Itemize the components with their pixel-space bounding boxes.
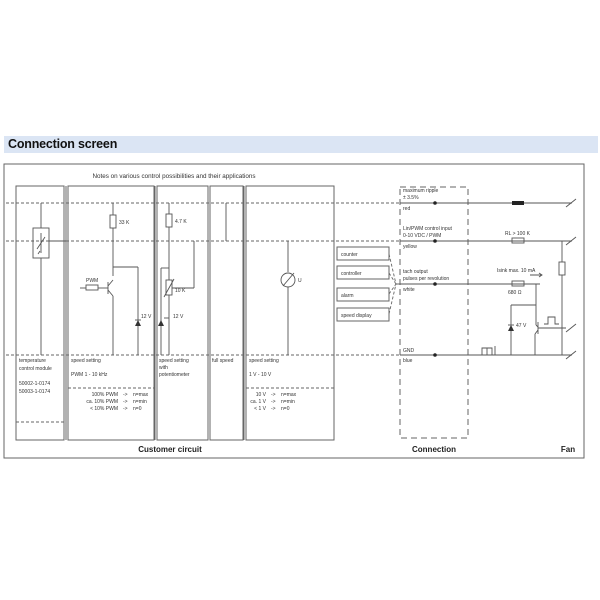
svg-text:with: with xyxy=(159,365,168,371)
svg-text:maximum ripple: maximum ripple xyxy=(403,188,439,194)
module-box-temperature xyxy=(15,185,65,441)
svg-text:1 V - 10 V: 1 V - 10 V xyxy=(249,372,272,378)
svg-text:n=max: n=max xyxy=(281,392,297,398)
svg-text:RL > 100 K: RL > 100 K xyxy=(505,231,531,237)
section-header-bar xyxy=(4,136,598,153)
svg-text:< 10% PWM: < 10% PWM xyxy=(90,406,118,412)
svg-text:speed setting: speed setting xyxy=(71,358,101,364)
svg-text:33 K: 33 K xyxy=(119,220,130,226)
svg-text:blue: blue xyxy=(403,358,413,364)
svg-text:speed setting: speed setting xyxy=(159,358,189,364)
module-box-full-speed xyxy=(209,185,244,441)
svg-text:speed setting: speed setting xyxy=(249,358,279,364)
temperature-module-circuit: temperature control module 50002-1-0174 … xyxy=(16,203,66,423)
fan-circuit: RL > 100 K Isink max. 10 mA 680 Ω 47 V xyxy=(481,201,566,355)
resistor-pwm-icon xyxy=(85,284,99,291)
bus-lines xyxy=(6,198,577,360)
full-speed-module-circuit: full speed xyxy=(212,203,234,364)
zener-diode-icon xyxy=(135,320,141,326)
svg-text:->: -> xyxy=(271,392,276,398)
svg-text:10 V: 10 V xyxy=(256,392,267,398)
svg-text:red: red xyxy=(403,206,410,212)
svg-text:n=max: n=max xyxy=(133,392,149,398)
zener-diode-icon xyxy=(158,320,164,326)
svg-text:0-10 VDC / PWM: 0-10 VDC / PWM xyxy=(403,233,441,239)
output-alarm xyxy=(336,287,390,302)
pullup-resistor-icon xyxy=(558,261,566,276)
svg-text:white: white xyxy=(403,287,415,293)
svg-text:PWM 1 - 10 kHz: PWM 1 - 10 kHz xyxy=(71,372,108,378)
svg-text:n=0: n=0 xyxy=(133,406,142,412)
output-controller xyxy=(336,265,390,280)
current-arrow-icon xyxy=(530,272,543,278)
svg-text:tach output: tach output xyxy=(403,269,428,275)
svg-text:->: -> xyxy=(123,392,128,398)
svg-text:n=min: n=min xyxy=(133,399,147,405)
svg-text:full speed: full speed xyxy=(212,358,234,364)
svg-text:yellow: yellow xyxy=(403,244,417,250)
svg-text:ca. 1 V: ca. 1 V xyxy=(250,399,266,405)
svg-text:n=0: n=0 xyxy=(281,406,290,412)
svg-text:680 Ω: 680 Ω xyxy=(508,290,522,296)
svg-text:PWM: PWM xyxy=(86,278,98,284)
svg-text:ca. 10% PWM: ca. 10% PWM xyxy=(86,399,118,405)
svg-text:50002-1-0174: 50002-1-0174 xyxy=(19,381,50,387)
output-counter xyxy=(336,246,390,261)
label-fan: Fan xyxy=(561,445,575,454)
svg-text:->: -> xyxy=(271,399,276,405)
svg-text:4.7 K: 4.7 K xyxy=(175,219,187,225)
svg-text:U: U xyxy=(298,278,302,284)
connection-box xyxy=(399,186,469,439)
svg-text:± 3.5%: ± 3.5% xyxy=(403,195,419,201)
svg-text:Isink max. 10 mA: Isink max. 10 mA xyxy=(497,268,536,274)
svg-text:Lin/PWM control input: Lin/PWM control input xyxy=(403,226,453,232)
section-title: Connection screen xyxy=(8,137,118,151)
ripple-filter-icon xyxy=(512,201,524,205)
svg-text:47 V: 47 V xyxy=(516,323,527,329)
ground-pulse-icon xyxy=(481,346,496,355)
label-customer-circuit: Customer circuit xyxy=(138,445,202,454)
svg-text:control module: control module xyxy=(19,366,52,372)
svg-text:->: -> xyxy=(123,406,128,412)
svg-text:50003-1-0174: 50003-1-0174 xyxy=(19,389,50,395)
zener-47v-icon xyxy=(508,325,514,331)
pulse-waveform-icon xyxy=(544,316,559,325)
svg-text:pulses per revolution: pulses per revolution xyxy=(403,276,449,282)
module-boxes xyxy=(15,185,335,441)
wire-labels: maximum ripple ± 3.5% red Lin/PWM contro… xyxy=(403,188,453,364)
module-box-pwm xyxy=(67,185,155,441)
svg-text:alarm: alarm xyxy=(341,293,354,299)
svg-text:potentiometer: potentiometer xyxy=(159,372,190,378)
resistor-4-7k-icon xyxy=(165,213,173,228)
svg-text:temperature: temperature xyxy=(19,358,46,364)
svg-text:->: -> xyxy=(271,406,276,412)
svg-text:GND: GND xyxy=(403,348,415,354)
svg-text:10 K: 10 K xyxy=(175,288,186,294)
output-speed-display xyxy=(336,307,390,322)
svg-text:counter: counter xyxy=(341,252,358,258)
output-boxes: counter controller alarm speed display xyxy=(336,246,400,322)
diagram-frame xyxy=(3,163,585,459)
svg-text:100% PWM: 100% PWM xyxy=(92,392,118,398)
svg-text:controller: controller xyxy=(341,271,362,277)
potentiometer-module-circuit: 4.7 K 10 K 12 V speed setting with poten… xyxy=(158,203,195,378)
voltage-module-circuit: U speed setting 1 V - 10 V 10 V -> n=max… xyxy=(246,241,334,412)
resistor-rl-icon xyxy=(511,237,525,244)
notes-title: Notes on various control possibilities a… xyxy=(92,173,255,180)
svg-text:n=min: n=min xyxy=(281,399,295,405)
module-box-voltage xyxy=(245,185,335,441)
svg-text:< 1 V: < 1 V xyxy=(254,406,266,412)
svg-text:12 V: 12 V xyxy=(141,314,152,320)
svg-text:speed display: speed display xyxy=(341,313,372,319)
resistor-680-icon xyxy=(511,280,525,287)
svg-text:12 V: 12 V xyxy=(173,314,184,320)
resistor-33k-icon xyxy=(109,214,117,229)
label-connection: Connection xyxy=(412,445,456,454)
svg-text:->: -> xyxy=(123,399,128,405)
pwm-module-circuit: 33 K PWM 12 V speed setting PWM 1 - 10 k… xyxy=(68,203,154,412)
